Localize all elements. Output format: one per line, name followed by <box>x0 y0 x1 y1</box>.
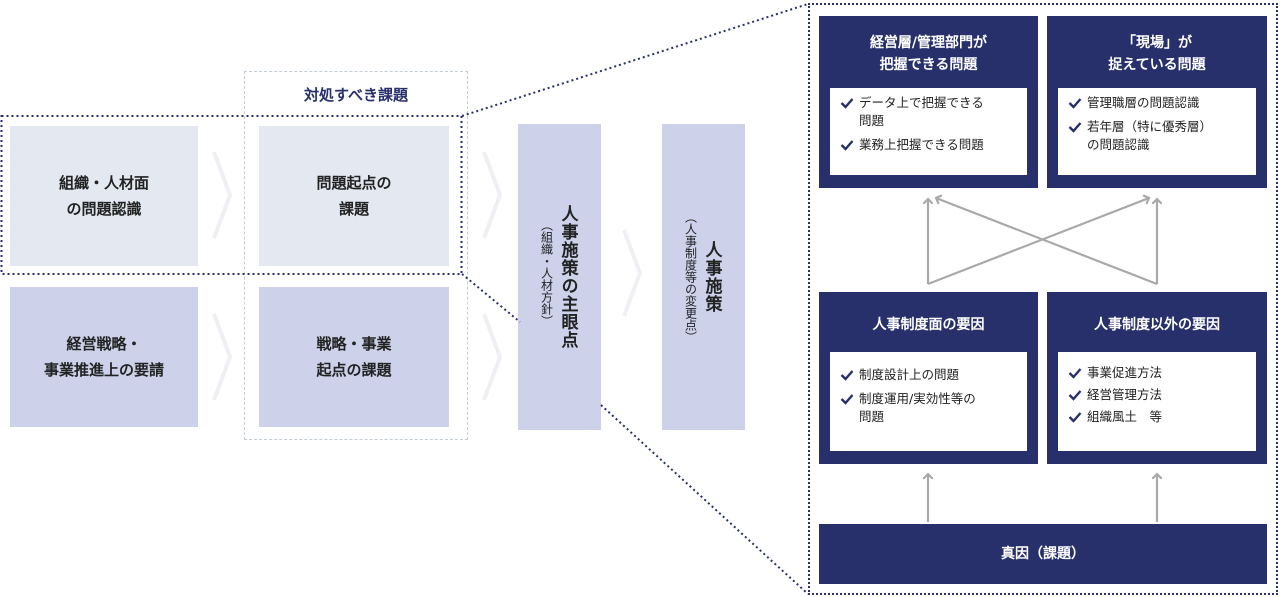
chevron-right-icon <box>212 151 233 239</box>
list-item-label: 若年層（特に優秀層） の問題認識 <box>1087 119 1213 152</box>
chevron-right-icon <box>482 151 503 239</box>
hr-measures-subtitle: （人事制度等の変更点） <box>683 211 698 343</box>
check-icon <box>840 394 854 405</box>
check-icon <box>840 98 854 109</box>
list-item-label: データ上で把握できる 問題 <box>859 95 984 128</box>
root-cause-title: 真因（課題） <box>1001 546 1085 562</box>
list-item: 業務上把握できる問題 <box>840 136 1019 154</box>
list-item-label: 管理職層の問題認識 <box>1087 95 1200 110</box>
list-item: 若年層（特に優秀層） の問題認識 <box>1068 118 1248 154</box>
issues-container <box>244 71 468 440</box>
list-item: 制度運用/実効性等の 問題 <box>840 390 1019 426</box>
check-icon <box>1068 368 1082 379</box>
list-item-label: 制度設計上の問題 <box>859 367 960 382</box>
hr-system-factors: 人事制度面の要因 制度設計上の問題 制度運用/実効性等の 問題 <box>819 292 1038 464</box>
hr-focus-subtitle: （組織・人材方針） <box>539 219 554 327</box>
list-item: 組織風土 等 <box>1068 408 1248 426</box>
issue-problem-origin: 問題起点の 課題 <box>259 126 449 266</box>
list-item: 経営管理方法 <box>1068 386 1248 404</box>
check-icon <box>840 370 854 381</box>
list-item-label: 事業促進方法 <box>1087 365 1163 380</box>
hr-measures-box: 人事施策 （人事制度等の変更点） <box>662 124 745 430</box>
list-item-label: 制度運用/実効性等の 問題 <box>859 391 976 424</box>
mgmt-visible-problems: 経営層/管理部門が 把握できる問題 データ上で把握できる 問題 業務上把握できる… <box>819 16 1038 188</box>
list-item: 事業促進方法 <box>1068 364 1248 382</box>
check-icon <box>1068 122 1082 133</box>
check-icon <box>840 140 854 151</box>
field-perceived-problems: 「現場」が 捉えている問題 管理職層の問題認識 若年層（特に優秀層） の問題認識 <box>1047 16 1267 188</box>
hr-system-factors-title: 人事制度面の要因 <box>872 317 985 333</box>
field-perceived-problems-list: 管理職層の問題認識 若年層（特に優秀層） の問題認識 <box>1058 88 1256 175</box>
field-perceived-problems-title: 「現場」が 捉えている問題 <box>1108 35 1206 73</box>
mgmt-visible-problems-list: データ上で把握できる 問題 業務上把握できる問題 <box>830 88 1027 175</box>
list-item: 制度設計上の問題 <box>840 366 1019 384</box>
chevron-right-icon <box>622 229 643 317</box>
hr-focus-box: 人事施策の主眼点 （組織・人材方針） <box>518 124 601 430</box>
hr-measures-title: 人事施策 <box>701 241 722 313</box>
issues-header: 対処すべき課題 <box>304 86 408 104</box>
check-icon <box>1068 412 1082 423</box>
issue-strategy-origin: 戦略・事業 起点の課題 <box>259 287 449 427</box>
list-item-label: 組織風土 等 <box>1087 409 1163 424</box>
non-hr-system-factors: 人事制度以外の要因 事業促進方法 経営管理方法 組織風土 等 <box>1047 292 1267 464</box>
chevron-right-icon <box>212 313 233 401</box>
origin-strategy: 経営戦略・ 事業推進上の要請 <box>10 287 198 427</box>
non-hr-system-factors-list: 事業促進方法 経営管理方法 組織風土 等 <box>1058 352 1256 451</box>
hr-system-factors-list: 制度設計上の問題 制度運用/実効性等の 問題 <box>830 352 1027 451</box>
check-icon <box>1068 390 1082 401</box>
chevron-right-icon <box>482 313 503 401</box>
list-item-label: 経営管理方法 <box>1087 387 1163 402</box>
list-item: 管理職層の問題認識 <box>1068 94 1248 112</box>
list-item-label: 業務上把握できる問題 <box>859 137 984 152</box>
mgmt-visible-problems-title: 経営層/管理部門が 把握できる問題 <box>869 35 988 73</box>
root-cause-bar: 真因（課題） <box>819 524 1267 584</box>
list-item: データ上で把握できる 問題 <box>840 94 1019 130</box>
check-icon <box>1068 98 1082 109</box>
non-hr-system-factors-title: 人事制度以外の要因 <box>1094 317 1220 333</box>
hr-focus-title: 人事施策の主眼点 <box>557 205 578 349</box>
origin-org-hr: 組織・人材面 の問題認識 <box>10 126 198 266</box>
detail-panel <box>808 3 1278 595</box>
